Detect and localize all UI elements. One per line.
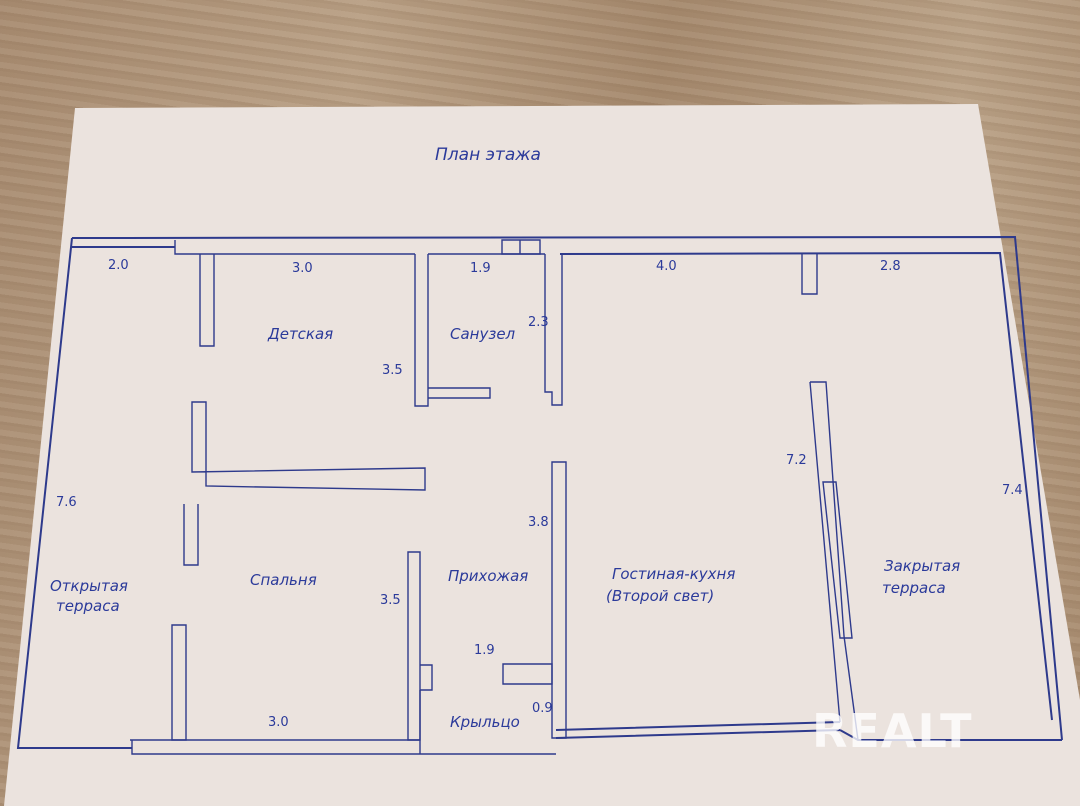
dim-closed-terrace-top: 2.8 [880, 259, 901, 274]
plan-title: План этажа [435, 145, 541, 165]
room-label-closed-terrace-1: Закрытая [884, 557, 961, 575]
walls [16, 235, 1063, 755]
dim-hallway-side: 3.8 [528, 515, 549, 530]
room-label-porch: Крыльцо [450, 713, 520, 731]
bathroom-right-wall [544, 254, 563, 406]
room-label-nursery: Детская [268, 325, 334, 343]
outer-wall [71, 235, 1063, 741]
room-label-closed-terrace-2: терраса [882, 579, 946, 597]
left-stub-wall [199, 254, 215, 347]
living-top-stub [801, 254, 818, 295]
dim-nursery-top: 3.0 [292, 261, 313, 276]
room-label-bedroom: Спальня [250, 571, 317, 589]
nursery-bedroom-wall [191, 401, 426, 491]
room-label-open-terrace-1: Открытая [50, 577, 128, 595]
bathroom-bottom-wall [428, 387, 491, 399]
dim-open-terrace-top: 2.0 [108, 258, 129, 273]
room-label-bathroom: Санузел [450, 325, 516, 343]
nursery-right-wall [414, 254, 429, 407]
room-label-living-note: (Второй свет) [606, 587, 715, 605]
realt-watermark-logo: REALT [812, 704, 973, 758]
dim-nursery-side: 3.5 [382, 363, 403, 378]
nursery-top-wall [174, 240, 415, 255]
dim-living-top: 4.0 [656, 259, 677, 274]
dim-hallway-bottom: 1.9 [474, 643, 495, 658]
dim-living-side: 7.2 [786, 453, 807, 468]
room-label-hallway: Прихожая [448, 567, 529, 585]
porch-right-stub [502, 663, 553, 685]
outer-wall-inner [72, 246, 1053, 721]
dim-open-terrace-side: 7.6 [56, 495, 77, 510]
closed-terrace-partition [809, 381, 859, 741]
paper-sheet [4, 104, 1080, 806]
dim-bathroom-side: 2.3 [528, 315, 549, 330]
dim-bathroom-top: 1.9 [470, 261, 491, 276]
room-label-open-terrace-2: терраса [56, 597, 120, 615]
dim-closed-terrace-side: 7.4 [1002, 483, 1023, 498]
porch-left-wall [419, 664, 433, 754]
dim-bedroom-bottom: 3.0 [268, 715, 289, 730]
bedroom-left-wall [171, 624, 187, 741]
hallway-right-wall [551, 461, 567, 739]
closed-terrace-glazing [822, 481, 853, 639]
room-label-living-kitchen: Гостиная-кухня [612, 565, 736, 583]
outer-wall-left [16, 237, 132, 749]
bedroom-left-wall-top [183, 504, 199, 566]
dim-porch-side: 0.9 [532, 701, 553, 716]
dim-bedroom-side: 3.5 [380, 593, 401, 608]
